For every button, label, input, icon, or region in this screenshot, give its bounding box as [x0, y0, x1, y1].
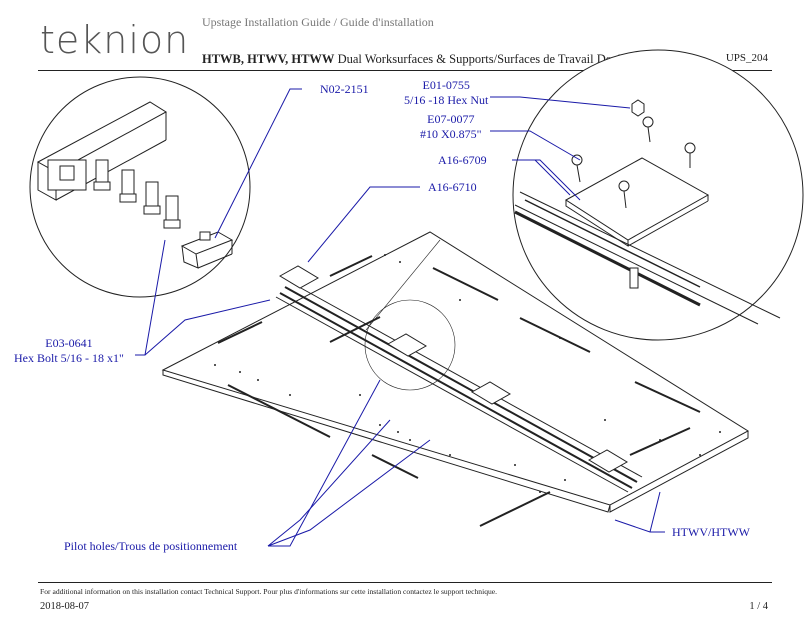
- callout-n02-2151: N02-2151: [320, 82, 369, 96]
- callout-e07-0077: E07-0077 #10 X0.875": [420, 112, 482, 142]
- header-rule: [38, 70, 772, 71]
- screws: [571, 99, 696, 209]
- callout-pilot-holes: Pilot holes/Trous de positionnement: [64, 539, 238, 553]
- callout-e03-0641: E03-0641 Hex Bolt 5/16 - 18 x1": [14, 336, 124, 366]
- hex-bolts: [93, 159, 181, 229]
- worksurface: [161, 231, 749, 527]
- detail-circle-left: [29, 76, 251, 298]
- detail-circle-right: [512, 49, 804, 341]
- model-codes: HTWB, HTWV, HTWW: [202, 52, 335, 66]
- footer-note: For additional information on this insta…: [40, 587, 498, 596]
- callout-e01-0755: E01-0755 5/16 -18 Hex Nut: [404, 78, 488, 108]
- document-code: UPS_204: [725, 52, 768, 64]
- callout-code: E01-0755: [422, 78, 470, 92]
- callout-description: #10 X0.875": [420, 127, 482, 141]
- support-plates: [279, 265, 628, 473]
- document-type: Upstage Installation Guide / Guide d'ins…: [202, 15, 434, 29]
- callout-a16-6709: A16-6709: [438, 153, 487, 167]
- callout-code: E03-0641: [45, 336, 93, 350]
- callout-description: 5/16 -18 Hex Nut: [404, 93, 489, 107]
- footer-rule: [38, 582, 772, 583]
- teknion-logo: teknion: [40, 18, 190, 62]
- callout-htwv-htww: HTWV/HTWW: [672, 525, 750, 539]
- footer-date: 2018-08-07: [40, 601, 89, 612]
- callout-leaders: [135, 88, 665, 547]
- pilot-holes: [214, 254, 721, 493]
- page-number: 1 / 4: [749, 601, 768, 612]
- callout-a16-6710: A16-6710: [428, 180, 477, 194]
- callout-description: Hex Bolt 5/16 - 18 x1": [14, 351, 124, 365]
- callout-code: E07-0077: [427, 112, 475, 126]
